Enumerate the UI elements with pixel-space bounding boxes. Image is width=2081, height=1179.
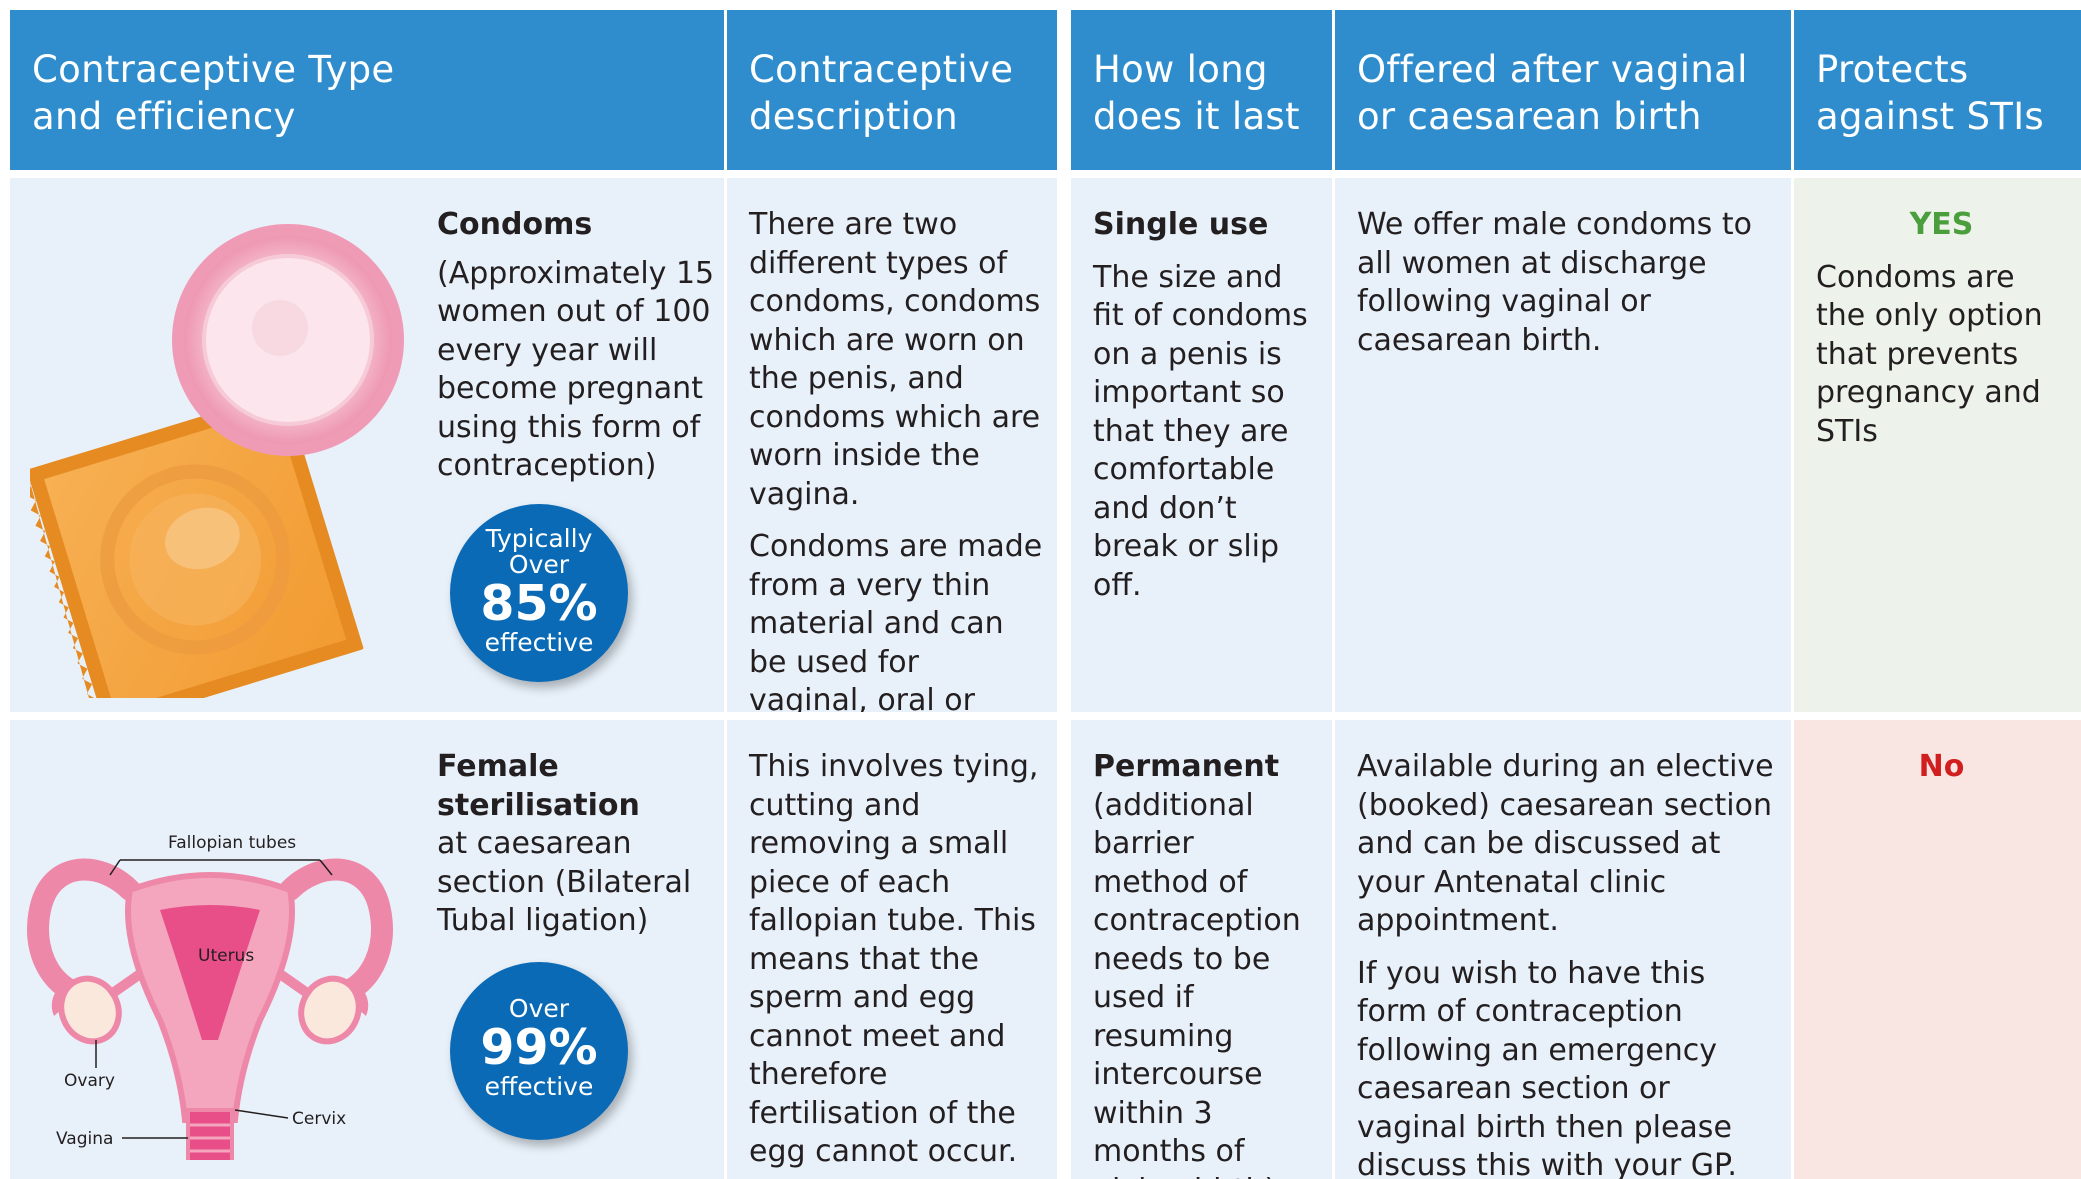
badge-line3: effective [484,628,594,657]
condom-illustration-icon [30,224,404,698]
header-type-line1: Contraceptive Type [32,48,395,91]
header-type: Contraceptive Type and efficiency [10,10,724,170]
row-condoms-duration: Single use The size and fit of condoms o… [1057,170,1332,712]
sterilisation-offered-p1: Available during an elective (booked) ca… [1357,749,1774,938]
row-condoms-type: Condoms (Approximately 15 women out of 1… [10,170,724,712]
condoms-duration-title: Single use [1093,207,1269,242]
header-offered-line1: Offered after vaginal [1357,48,1748,91]
badge-percent: 99% [480,1019,598,1076]
condoms-type-text: Condoms (Approximately 15 women out of 1… [437,206,717,486]
row-sterilisation-description: This involves tying, cutting and removin… [724,712,1057,1179]
condoms-description-p2: Condoms are made from a very thin materi… [749,529,1043,712]
sti-no-label: No [1918,749,1965,784]
sterilisation-type-text: Female sterilisation at caesarean sectio… [437,748,717,941]
row-sterilisation-duration: Permanent (additional barrier method of … [1057,712,1332,1179]
badge-line2: Over [508,994,570,1023]
badge-line1: Typically [485,524,593,553]
header-duration-line1: How long [1093,48,1268,91]
condoms-description-p1: There are two different types of condoms… [749,207,1041,512]
label-cervix: Cervix [292,1109,346,1129]
uterus-diagram-icon: Fallopian tubes Uterus Ovary Cervix Vagi… [27,833,393,1160]
header-offered-line2: or caesarean birth [1357,95,1702,138]
badge-line3: effective [484,1072,594,1101]
header-offered: Offered after vaginal or caesarean birth [1332,10,1791,170]
contraception-table: Contraceptive Type and efficiency Contra… [10,10,2081,1179]
header-description-line1: Contraceptive [749,48,1014,91]
badge-percent: 85% [480,575,598,632]
header-description: Contraceptive description [724,10,1057,170]
condoms-efficacy-badge: Typically Over 85% effective [450,504,628,682]
label-ovary: Ovary [64,1071,115,1091]
label-fallopian-tubes: Fallopian tubes [168,833,296,853]
condoms-offered-p1: We offer male condoms to all women at di… [1357,207,1752,358]
sterilisation-offered-p2: If you wish to have this form of contrac… [1357,955,1737,1179]
row-sterilisation-sti: No [1791,712,2081,1179]
row-sterilisation-offered: Available during an elective (booked) ca… [1332,712,1791,1179]
badge-line2: Over [508,550,570,579]
header-sti-line2: against STIs [1816,95,2044,138]
sterilisation-description-p1: This involves tying, cutting and removin… [749,749,1039,1169]
label-vagina: Vagina [56,1129,113,1149]
row-sterilisation-type: Fallopian tubes Uterus Ovary Cervix Vagi… [10,712,724,1179]
header-duration: How long does it last [1057,10,1332,170]
header-duration-line2: does it last [1093,95,1300,138]
row-condoms-offered: We offer male condoms to all women at di… [1332,170,1791,712]
condoms-type-title: Condoms [437,207,593,242]
condoms-type-sub: (Approximately 15 women out of 100 every… [437,255,715,484]
sti-yes-label: YES [1909,207,1974,242]
row-condoms-sti: YES Condoms are the only option that pre… [1791,170,2081,712]
sterilisation-duration-title: Permanent [1093,749,1280,784]
condoms-duration-text: The size and fit of condoms on a penis i… [1093,259,1308,603]
sterilisation-type-title: Female sterilisation [437,749,640,823]
sterilisation-efficacy-badge: Over 99% effective [450,962,628,1140]
header-type-line2: and efficiency [32,95,296,138]
label-uterus: Uterus [198,946,254,966]
sterilisation-type-sub: at caesarean section (Bilateral Tubal li… [437,826,692,938]
header-sti-line1: Protects [1816,48,1969,91]
header-description-line2: description [749,95,959,138]
condoms-sti-text: Condoms are the only option that prevent… [1816,259,2043,449]
sterilisation-duration-text: (additional barrier method of contracept… [1093,787,1301,1179]
row-condoms-description: There are two different types of condoms… [724,170,1057,712]
header-sti: Protects against STIs [1791,10,2081,170]
